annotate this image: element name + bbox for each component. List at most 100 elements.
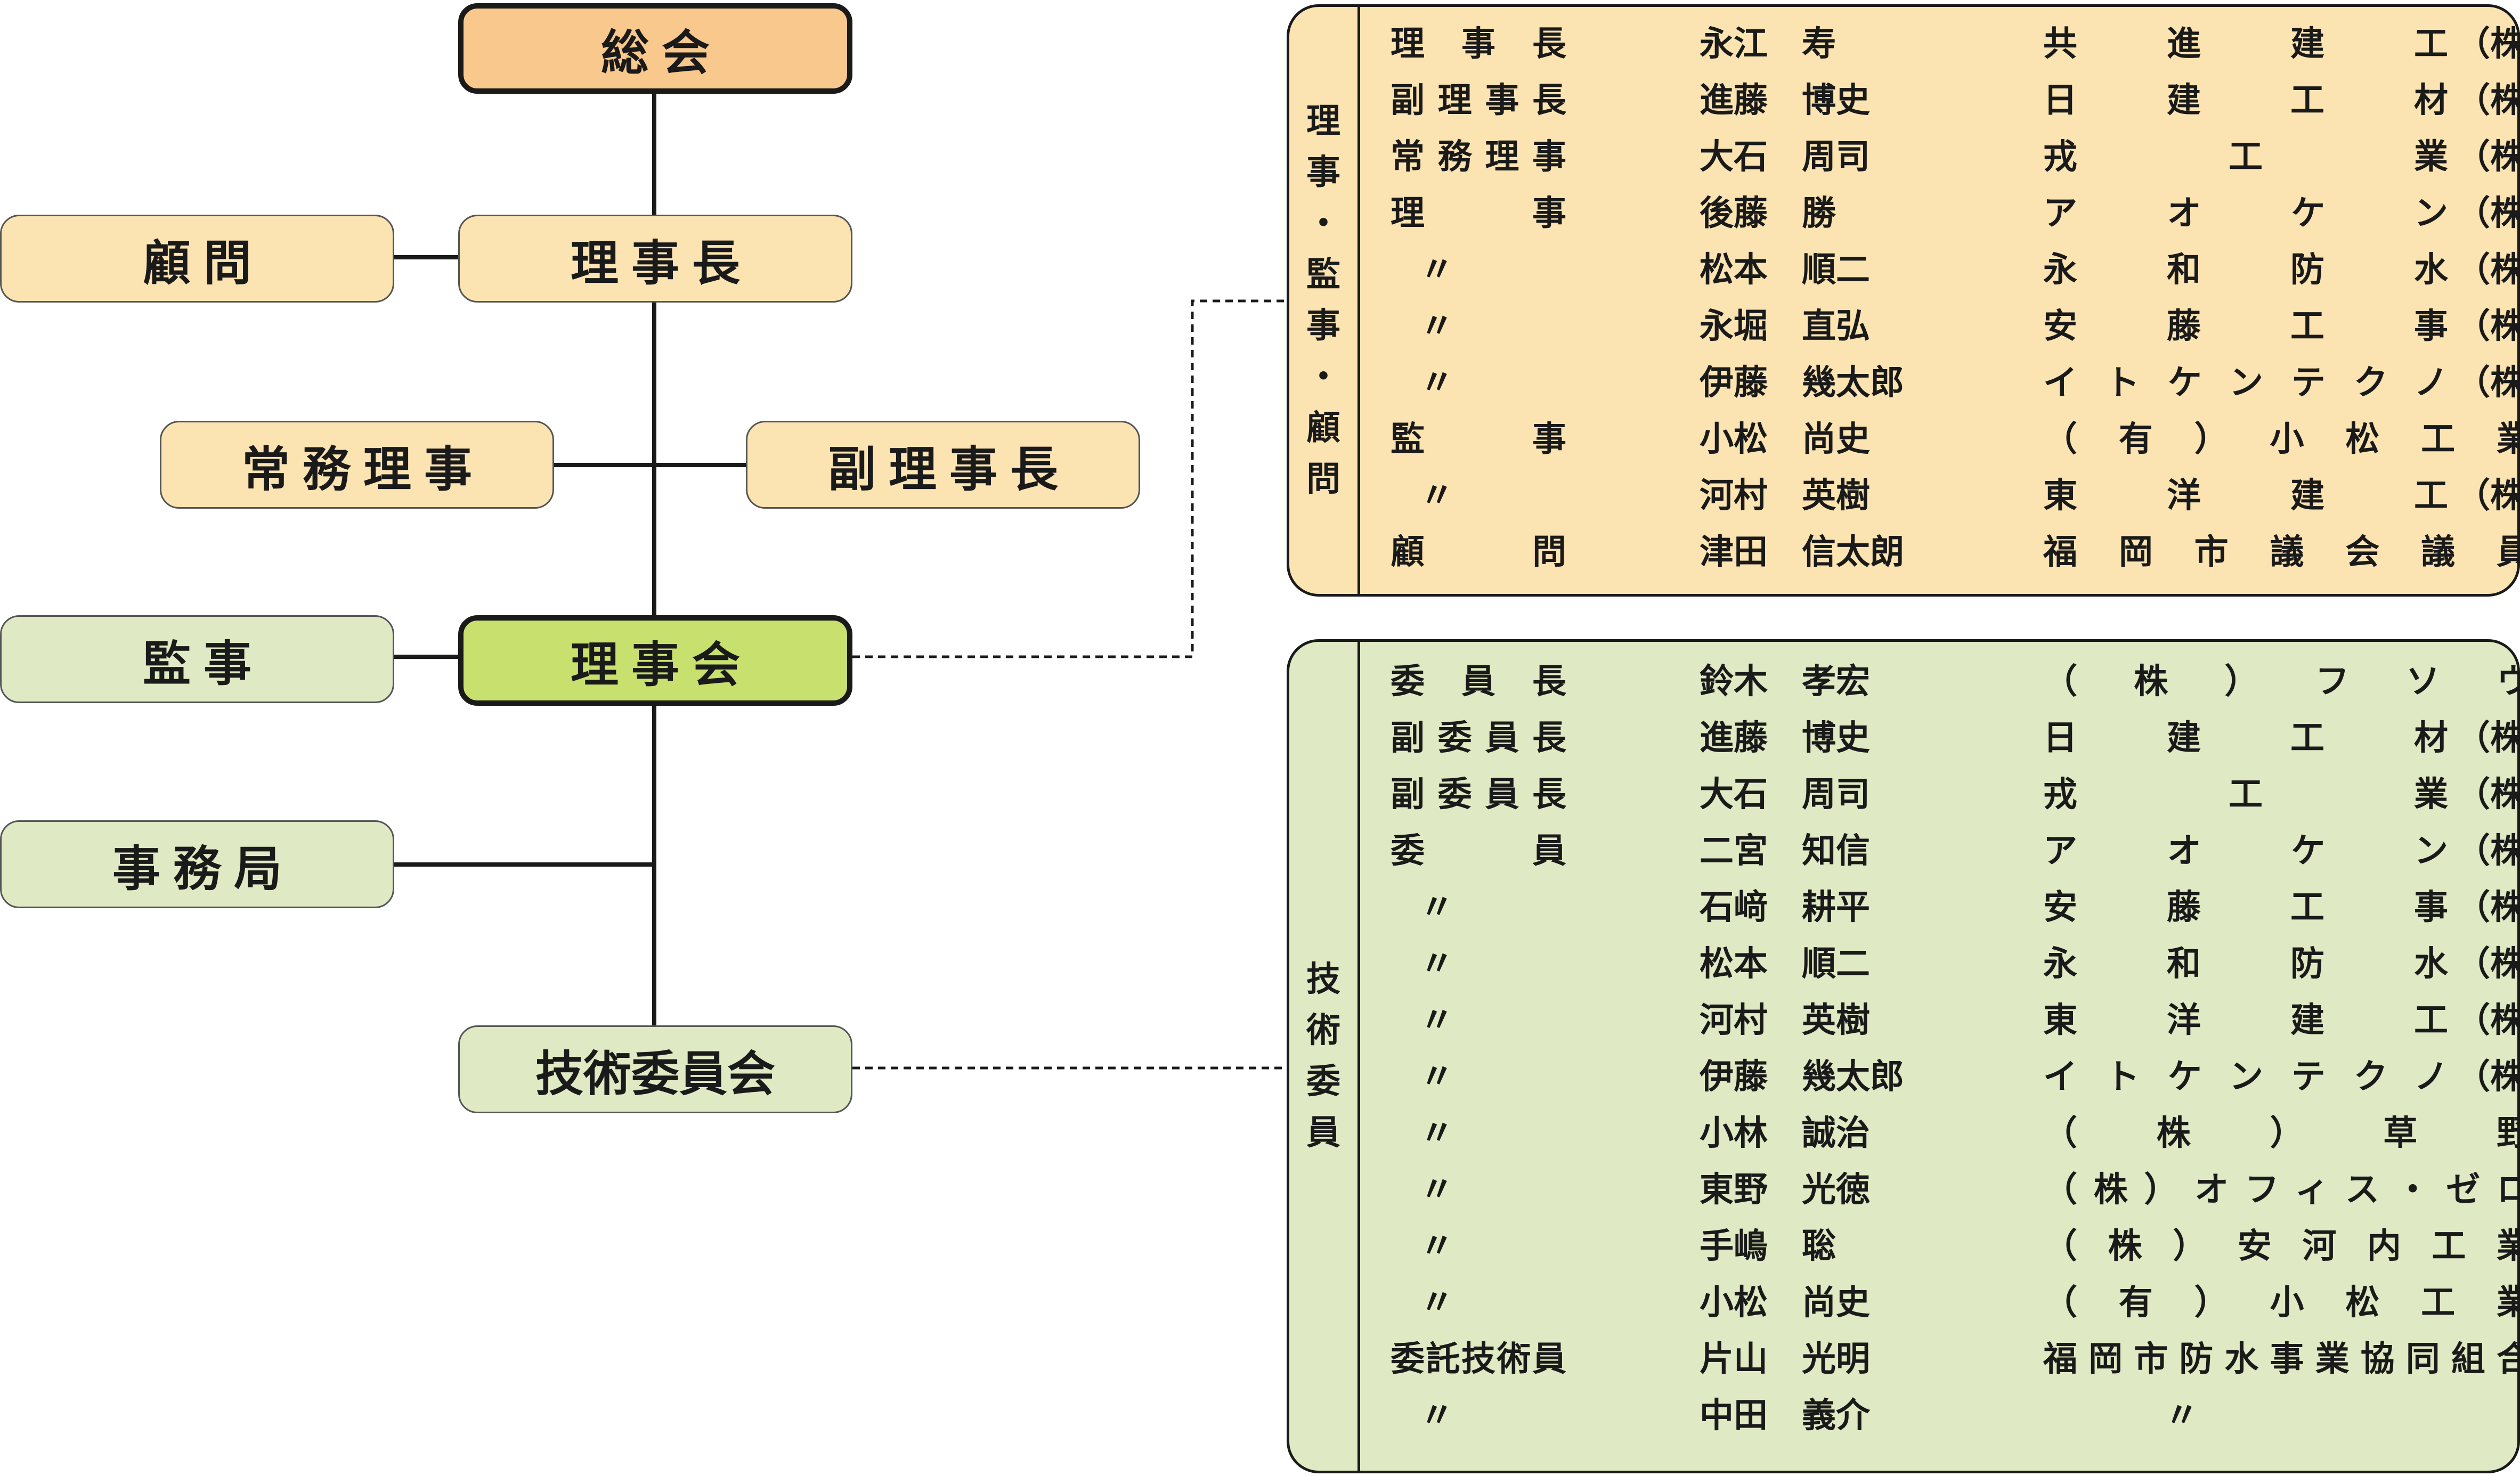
member-role: 〃 bbox=[1420, 944, 1454, 984]
node-gijutsu: 技術委員会 bbox=[458, 1025, 852, 1113]
member-suffix: （株） bbox=[2456, 307, 2520, 346]
member-suffix: （株） bbox=[2456, 888, 2520, 927]
panel-divider bbox=[1357, 7, 1360, 594]
node-komon: 顧問 bbox=[0, 215, 394, 303]
member-company: 安藤工事 bbox=[2043, 307, 2448, 346]
panel-divider bbox=[1357, 642, 1360, 1471]
member-role: 〃 bbox=[1420, 888, 1454, 927]
member-company: 福岡市防水事業協同組合 bbox=[2043, 1340, 2520, 1379]
member-name: 伊藤 幾太郎 bbox=[1700, 1057, 1904, 1097]
member-company: 福岡市議会議員 bbox=[2043, 533, 2520, 572]
member-company: 永和防水 bbox=[2043, 944, 2448, 984]
panel-label-char: 事 bbox=[1306, 153, 1340, 192]
member-name: 進藤 博史 bbox=[1700, 719, 1870, 758]
node-soukai: 総会 bbox=[458, 3, 852, 94]
member-suffix: （株） bbox=[2456, 1001, 2520, 1040]
member-company: 東洋建工 bbox=[2043, 1001, 2448, 1040]
member-role: 〃 bbox=[1420, 307, 1454, 346]
member-suffix: （株） bbox=[2456, 476, 2520, 516]
member-company: 戎工業 bbox=[2043, 137, 2448, 177]
member-name: 大石 周司 bbox=[1700, 137, 1870, 177]
panel-label-char: 理 bbox=[1306, 102, 1340, 141]
member-suffix: （株） bbox=[2456, 1057, 2520, 1097]
member-role: 〃 bbox=[1420, 1001, 1454, 1040]
node-kanji: 監事 bbox=[0, 615, 394, 703]
member-company: アオケン bbox=[2043, 831, 2448, 871]
member-name: 小林 誠治 bbox=[1700, 1114, 1870, 1153]
member-name: 手嶋 聡 bbox=[1700, 1227, 1836, 1266]
member-name: 永江 寿 bbox=[1700, 25, 1836, 64]
member-suffix: （株） bbox=[2456, 137, 2520, 177]
member-company: アオケン bbox=[2043, 194, 2448, 233]
member-name: 河村 英樹 bbox=[1700, 476, 1870, 516]
member-company: イトケンテクノ bbox=[2043, 363, 2448, 403]
member-company: 永和防水 bbox=[2043, 250, 2448, 290]
member-name: 二宮 知信 bbox=[1700, 831, 1870, 871]
member-name: 永堀 直弘 bbox=[1700, 307, 1870, 346]
member-role: 副理事長 bbox=[1391, 81, 1566, 120]
panel-label-char: 術 bbox=[1306, 1011, 1340, 1050]
member-suffix: （株） bbox=[2456, 831, 2520, 871]
member-name: 片山 光明 bbox=[1700, 1340, 1870, 1379]
member-name: 小松 尚史 bbox=[1700, 420, 1870, 459]
member-role: 〃 bbox=[1420, 250, 1454, 290]
member-suffix: （株） bbox=[2456, 944, 2520, 984]
member-role: 副委員長 bbox=[1391, 775, 1566, 814]
member-company: 〃 bbox=[2165, 1396, 2199, 1436]
panel-label-char: ・ bbox=[1306, 204, 1340, 243]
member-role: 委員長 bbox=[1391, 662, 1566, 702]
node-rijikai: 理事会 bbox=[458, 615, 852, 706]
node-joumu: 常務理事 bbox=[160, 421, 554, 509]
tech-panel-label: 技術委員 bbox=[1289, 642, 1357, 1471]
board-dotted-link bbox=[852, 299, 1287, 658]
panel-label-char: 監 bbox=[1306, 255, 1340, 295]
member-name: 鈴木 孝宏 bbox=[1700, 662, 1870, 702]
member-company: 日建工材 bbox=[2043, 81, 2448, 120]
member-name: 松本 順二 bbox=[1700, 250, 1870, 290]
panel-label-char: 員 bbox=[1306, 1113, 1340, 1153]
member-name: 東野 光徳 bbox=[1700, 1170, 1870, 1210]
member-role: 〃 bbox=[1420, 476, 1454, 516]
member-role: 〃 bbox=[1420, 1057, 1454, 1097]
member-role: 委 員 bbox=[1391, 831, 1566, 871]
panel-label-char: 技 bbox=[1306, 960, 1340, 999]
member-suffix: （株） bbox=[2456, 363, 2520, 403]
member-role: 〃 bbox=[1420, 1114, 1454, 1153]
member-name: 河村 英樹 bbox=[1700, 1001, 1870, 1040]
panel-label-char: ・ bbox=[1306, 357, 1340, 397]
member-suffix: （株） bbox=[2456, 719, 2520, 758]
member-role: 監 事 bbox=[1391, 420, 1566, 459]
member-name: 小松 尚史 bbox=[1700, 1283, 1870, 1323]
member-name: 松本 順二 bbox=[1700, 944, 1870, 984]
node-rijichou: 理事長 bbox=[458, 215, 852, 303]
member-role: 理事長 bbox=[1391, 25, 1566, 64]
member-suffix: （株） bbox=[2456, 81, 2520, 120]
member-company: （株）フソウ bbox=[2043, 662, 2520, 702]
panel-label-char: 事 bbox=[1306, 306, 1340, 346]
member-role: 〃 bbox=[1420, 1283, 1454, 1323]
member-company: 戎工業 bbox=[2043, 775, 2448, 814]
member-company: （株）オフィス・ゼロ bbox=[2043, 1170, 2520, 1210]
member-name: 大石 周司 bbox=[1700, 775, 1870, 814]
member-role: 〃 bbox=[1420, 1227, 1454, 1266]
member-company: 安藤工事 bbox=[2043, 888, 2448, 927]
board-panel-label: 理事・監事・顧問 bbox=[1289, 7, 1357, 594]
member-name: 後藤 勝 bbox=[1700, 194, 1836, 233]
member-company: （株）草野 bbox=[2043, 1114, 2520, 1153]
member-company: （有）小松工業 bbox=[2043, 420, 2520, 459]
member-name: 石﨑 耕平 bbox=[1700, 888, 1870, 927]
member-name: 進藤 博史 bbox=[1700, 81, 1870, 120]
node-fukurijichou: 副理事長 bbox=[746, 421, 1140, 509]
member-suffix: （株） bbox=[2456, 775, 2520, 814]
member-suffix: （株） bbox=[2456, 194, 2520, 233]
member-company: イトケンテクノ bbox=[2043, 1057, 2448, 1097]
member-company: 日建工材 bbox=[2043, 719, 2448, 758]
member-role: 副委員長 bbox=[1391, 719, 1566, 758]
node-jimukyoku: 事務局 bbox=[0, 820, 394, 908]
member-role: 理 事 bbox=[1391, 194, 1566, 233]
panel-label-char: 顧 bbox=[1306, 409, 1340, 448]
panel-label-char: 問 bbox=[1306, 460, 1340, 499]
